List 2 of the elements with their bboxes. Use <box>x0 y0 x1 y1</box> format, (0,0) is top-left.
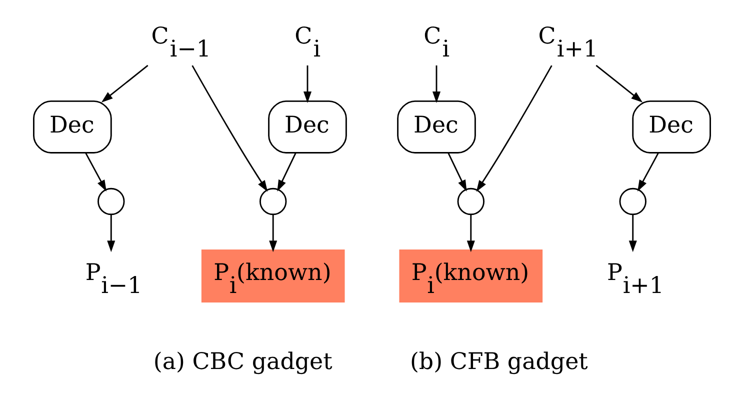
label: (b) CFB gadget <box>410 348 588 375</box>
label: (a) CBC gadget <box>153 348 332 375</box>
